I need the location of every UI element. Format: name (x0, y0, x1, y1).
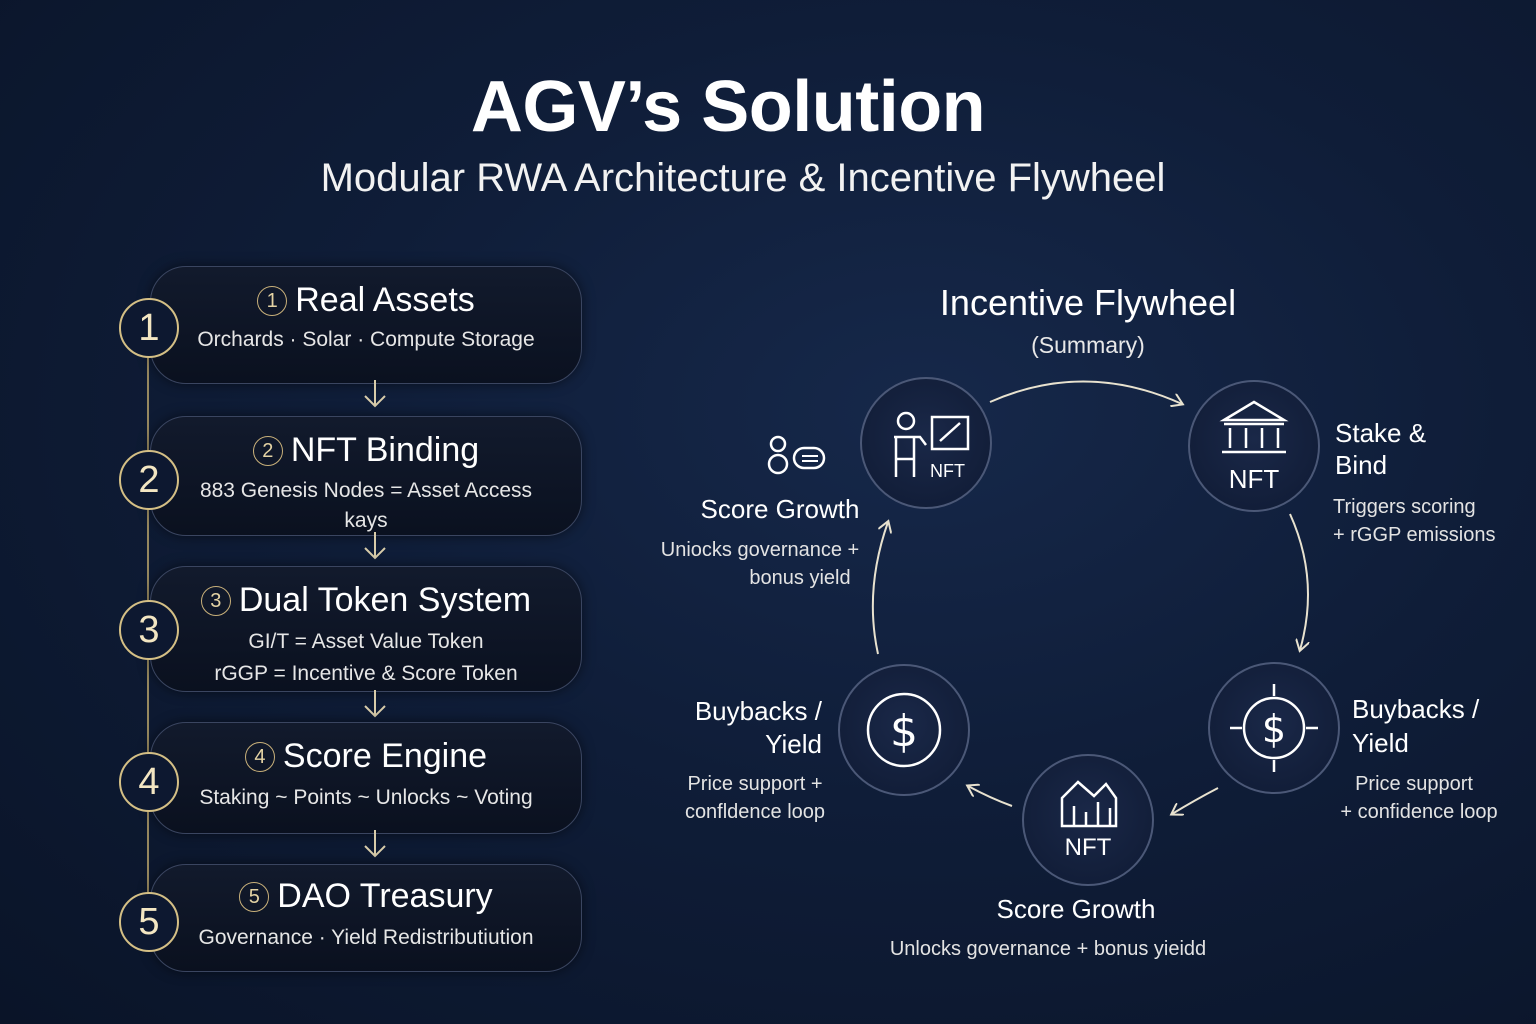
label-stake-bind-title-1: Stake & (1335, 418, 1427, 448)
step-description: GI/T = Asset Value Token (248, 630, 484, 653)
flywheel-node-person: NFT (860, 377, 992, 509)
step-number-1: 1 (119, 298, 179, 358)
dollar-icon: $ (866, 692, 942, 768)
label-buybacks-left-title-2: Yield (765, 729, 822, 759)
flywheel-node-dollar-target: $ (1208, 662, 1340, 794)
step-title: Score Engine (282, 737, 488, 775)
step-description: rGGP = Incentive & Score Token (214, 662, 518, 685)
node-caption: NFT (930, 461, 965, 481)
arrow-right (1289, 513, 1308, 650)
people-icon (767, 435, 826, 475)
arrow-bottom-left (968, 786, 1013, 807)
step-description: kays (344, 509, 388, 532)
step-badge: 2 (252, 436, 283, 466)
step-badge: 1 (257, 286, 288, 316)
label-score-growth-left-title: Score Growth (700, 494, 860, 524)
person-board-icon (894, 411, 970, 477)
flywheel-node-bank: NFT (1188, 380, 1320, 512)
arrow-top (989, 380, 1182, 404)
step-title: Dual Token System (238, 581, 532, 619)
label-score-growth-bottom-line1: Unlocks governance + bonus yieidd (889, 938, 1207, 960)
page-subtitle: Modular RWA Architecture & Incentive Fly… (320, 156, 1166, 200)
node-caption: NFT (1228, 464, 1280, 494)
flywheel-node-house: NFT (1022, 754, 1154, 886)
step-title: DAO Treasury (277, 877, 493, 915)
down-arrow-icon (364, 532, 386, 560)
label-score-growth-left-line1: Uniocks governance + (660, 539, 860, 561)
flywheel-summary: (Summary) (1031, 332, 1145, 358)
label-buybacks-left-title-1: Buybacks / (694, 696, 822, 726)
dollar-target-icon: $ (1230, 684, 1318, 772)
step-badge: 5 (239, 882, 270, 912)
label-buybacks-right-line1: Price support (1355, 773, 1473, 795)
step-title: Real Assets (295, 281, 475, 319)
svg-text:$: $ (1262, 707, 1286, 751)
label-score-growth-left-line2: bonus yield (749, 567, 851, 589)
label-buybacks-right-line2: + confidence loop (1340, 801, 1498, 823)
step-title: NFT Binding (290, 431, 480, 469)
step-description: 883 Genesis Nodes = Asset Access (199, 479, 533, 502)
label-stake-bind-line2: + rGGP emissions (1333, 524, 1496, 546)
label-buybacks-left-line2: confldence loop (684, 801, 826, 823)
arrow-left (871, 522, 888, 655)
step-description: Orchards · Solar · Compute Storage (197, 328, 535, 351)
page-title: AGV’s Solution (470, 67, 986, 147)
step-description: Staking ~ Points ~ Unlocks ~ Voting (199, 786, 533, 809)
flywheel-title: Incentive Flywheel (939, 282, 1237, 323)
step-number-5: 5 (119, 892, 179, 952)
step-description: Governance · Yield Redistributiution (198, 926, 534, 949)
step-badge: 4 (244, 742, 275, 772)
step-badge: 3 (200, 586, 231, 616)
node-caption: NFT (1064, 834, 1112, 861)
svg-text:$: $ (890, 706, 918, 757)
down-arrow-icon (364, 690, 386, 718)
flywheel-node-dollar: $ (838, 664, 970, 796)
label-stake-bind-title-2: Bind (1335, 450, 1388, 480)
bank-icon (1219, 400, 1289, 454)
label-buybacks-right-title-1: Buybacks / (1352, 694, 1480, 724)
down-arrow-icon (364, 830, 386, 858)
label-buybacks-left-line1: Price support + (687, 773, 823, 795)
step-number-4: 4 (119, 752, 179, 812)
label-buybacks-right-title-2: Yield (1352, 728, 1409, 758)
step-number-3: 3 (119, 600, 179, 660)
label-stake-bind-line1: Triggers scoring (1333, 496, 1476, 518)
step-number-2: 2 (119, 450, 179, 510)
label-score-growth-bottom-title: Score Growth (996, 894, 1156, 924)
arrow-bottom-right (1172, 787, 1219, 814)
house-chart-icon (1060, 780, 1118, 828)
down-arrow-icon (364, 380, 386, 408)
